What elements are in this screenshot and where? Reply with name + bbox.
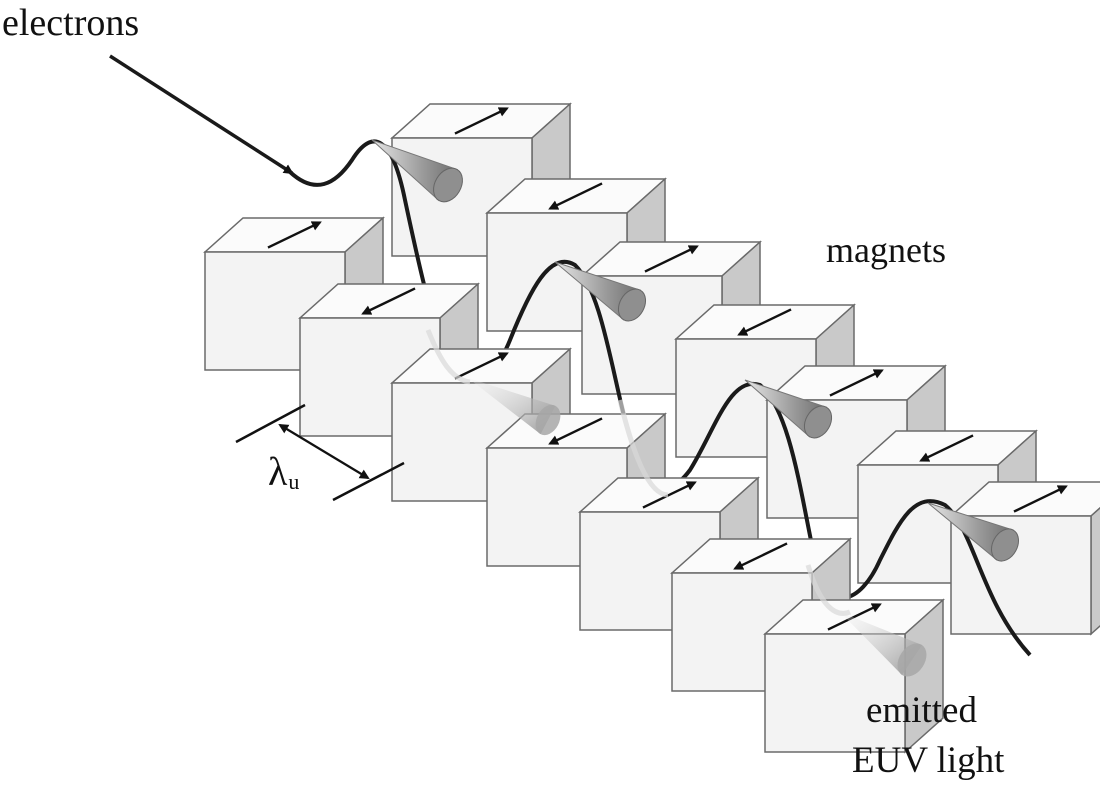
radiation-cone-1 bbox=[371, 139, 463, 203]
cone-base bbox=[535, 404, 561, 436]
arrow-icon bbox=[548, 182, 603, 210]
cone-base bbox=[991, 528, 1019, 562]
arrow-icon bbox=[267, 221, 322, 249]
arrow-icon bbox=[454, 352, 509, 380]
light-cone-icon bbox=[468, 378, 556, 435]
arrow-icon bbox=[642, 481, 697, 509]
incoming-electron-arrow bbox=[109, 54, 294, 175]
radiation-cone-faint-1 bbox=[468, 378, 561, 436]
magnets-label: magnets bbox=[826, 230, 946, 270]
electron-trajectory bbox=[109, 54, 1032, 657]
arrow-icon bbox=[919, 434, 974, 462]
lambda-symbol: λ bbox=[268, 449, 288, 494]
period-tick-left bbox=[235, 403, 306, 444]
arrow-icon bbox=[733, 542, 788, 570]
electron-path-front-segment bbox=[425, 329, 471, 385]
cone-base bbox=[433, 167, 463, 203]
radiation-cone-3 bbox=[744, 379, 833, 439]
electron-path-front-segment bbox=[617, 399, 669, 498]
arrow-icon bbox=[644, 245, 699, 273]
front-magnet-row bbox=[203, 216, 945, 754]
emitted-label: emitted bbox=[866, 690, 977, 731]
arrow-icon bbox=[1013, 485, 1068, 513]
arrow-icon bbox=[454, 107, 509, 135]
euv-light-label: EUV light bbox=[852, 740, 1005, 781]
electrons-label: electrons bbox=[2, 2, 140, 44]
arrow-icon bbox=[827, 603, 882, 631]
magnet-back-7 bbox=[949, 481, 1100, 636]
lambda-subscript: u bbox=[288, 469, 300, 494]
electron-path-front-segment bbox=[805, 564, 851, 616]
arrow-icon bbox=[737, 308, 792, 336]
cone-base bbox=[803, 405, 833, 439]
magnet-front-7 bbox=[763, 598, 945, 754]
magnet-front-face bbox=[764, 633, 906, 753]
undulator-period-label: λu bbox=[268, 449, 300, 494]
arrow-icon bbox=[361, 287, 416, 315]
arrow-icon bbox=[829, 369, 884, 397]
radiation-cone-2 bbox=[554, 261, 647, 322]
cone-base bbox=[617, 288, 647, 322]
cone-base bbox=[897, 643, 927, 677]
period-dimension-arrow bbox=[278, 423, 370, 480]
radiation-cone-faint-2 bbox=[840, 612, 927, 677]
period-tick-right bbox=[332, 461, 405, 502]
radiation-cone-4 bbox=[927, 502, 1019, 562]
electron-trajectory-front bbox=[425, 329, 927, 677]
undulator-period-marker bbox=[235, 403, 405, 502]
arrow-icon bbox=[548, 417, 603, 445]
